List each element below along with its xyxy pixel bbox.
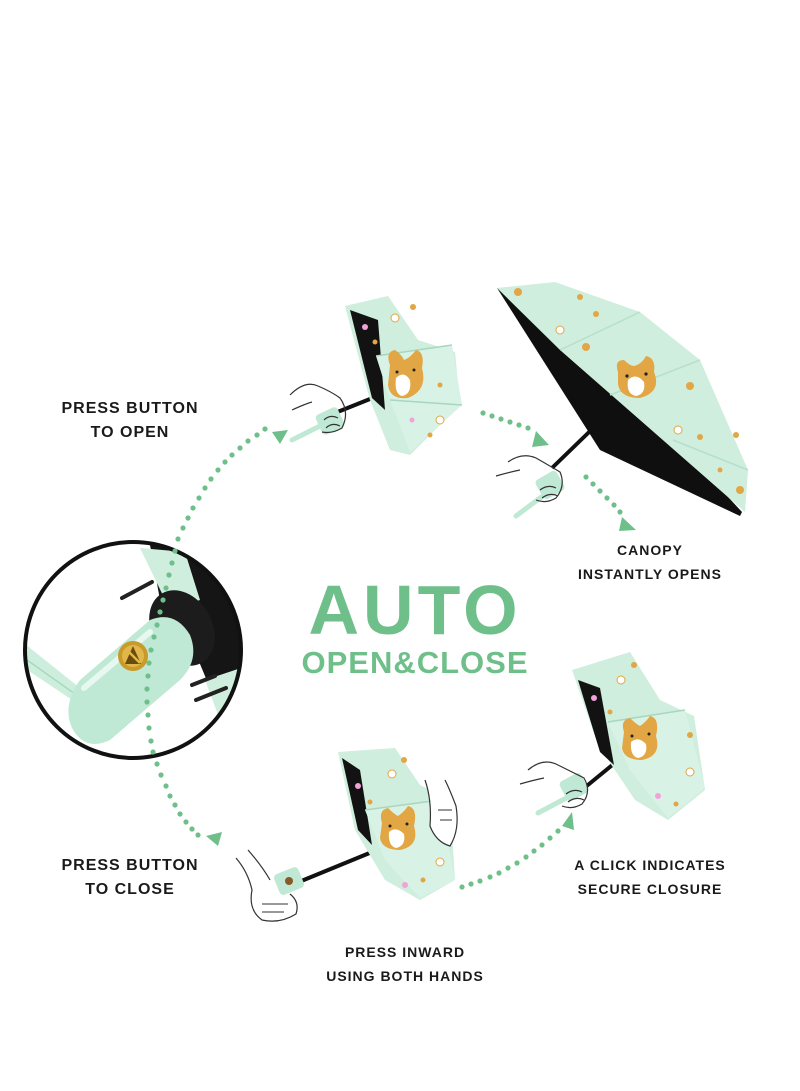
step-label-line2: INSTANTLY OPENS xyxy=(578,566,722,582)
hand-icon xyxy=(519,761,589,816)
hand-icon xyxy=(289,383,347,443)
corgi-face-icon xyxy=(380,806,416,850)
page-title: AUTO OPEN&CLOSE xyxy=(290,572,540,680)
title-sub: OPEN&CLOSE xyxy=(301,645,529,680)
hand-icon xyxy=(424,779,458,847)
corgi-face-icon xyxy=(388,350,424,399)
step-label-line1: PRESS INWARD xyxy=(344,944,466,960)
dotted-arrow-icon xyxy=(144,410,636,890)
step-label-click-closure: A CLICK INDICATES SECURE CLOSURE xyxy=(550,853,750,901)
step-label-press-to-open: PRESS BUTTON TO OPEN xyxy=(40,397,220,445)
step-label-line1: PRESS BUTTON xyxy=(61,857,199,874)
umbrella-secure-closure xyxy=(519,652,705,820)
step-label-press-to-close: PRESS BUTTON TO CLOSE xyxy=(40,854,220,902)
arrow-to-canopy-step xyxy=(480,410,549,447)
step-label-line2: SECURE CLOSURE xyxy=(577,881,723,897)
arrow-to-close-step xyxy=(154,761,222,846)
step-label-line1: A CLICK INDICATES xyxy=(574,857,726,873)
step-label-line1: PRESS BUTTON xyxy=(61,400,199,417)
corgi-face-icon xyxy=(616,356,657,398)
corgi-face-icon xyxy=(622,716,658,760)
handle-closeup-inset xyxy=(23,540,243,760)
umbrella-icon xyxy=(235,282,749,922)
step-label-line2: USING BOTH HANDS xyxy=(326,968,484,984)
auto-button-icon xyxy=(285,877,293,885)
title-main: AUTO xyxy=(308,571,522,649)
arrow-through-inset xyxy=(144,548,178,755)
arrow-to-canopy-label xyxy=(583,474,636,531)
auto-button-icon xyxy=(118,641,148,671)
step-label-press-inward: PRESS INWARD USING BOTH HANDS xyxy=(300,940,510,988)
arrow-to-closure-step xyxy=(459,812,574,890)
step-label-line2: TO OPEN xyxy=(90,424,170,441)
step-label-canopy-opens: CANOPY INSTANTLY OPENS xyxy=(550,538,750,586)
umbrella-half-open xyxy=(289,296,463,455)
step-label-line2: TO CLOSE xyxy=(85,881,175,898)
arrow-to-open-step xyxy=(175,426,288,542)
umbrella-fully-open xyxy=(495,282,749,519)
hand-icon xyxy=(235,849,304,922)
umbrella-pressed-inward xyxy=(235,748,458,922)
step-label-line1: CANOPY xyxy=(617,542,683,558)
hand-icon xyxy=(495,455,565,519)
